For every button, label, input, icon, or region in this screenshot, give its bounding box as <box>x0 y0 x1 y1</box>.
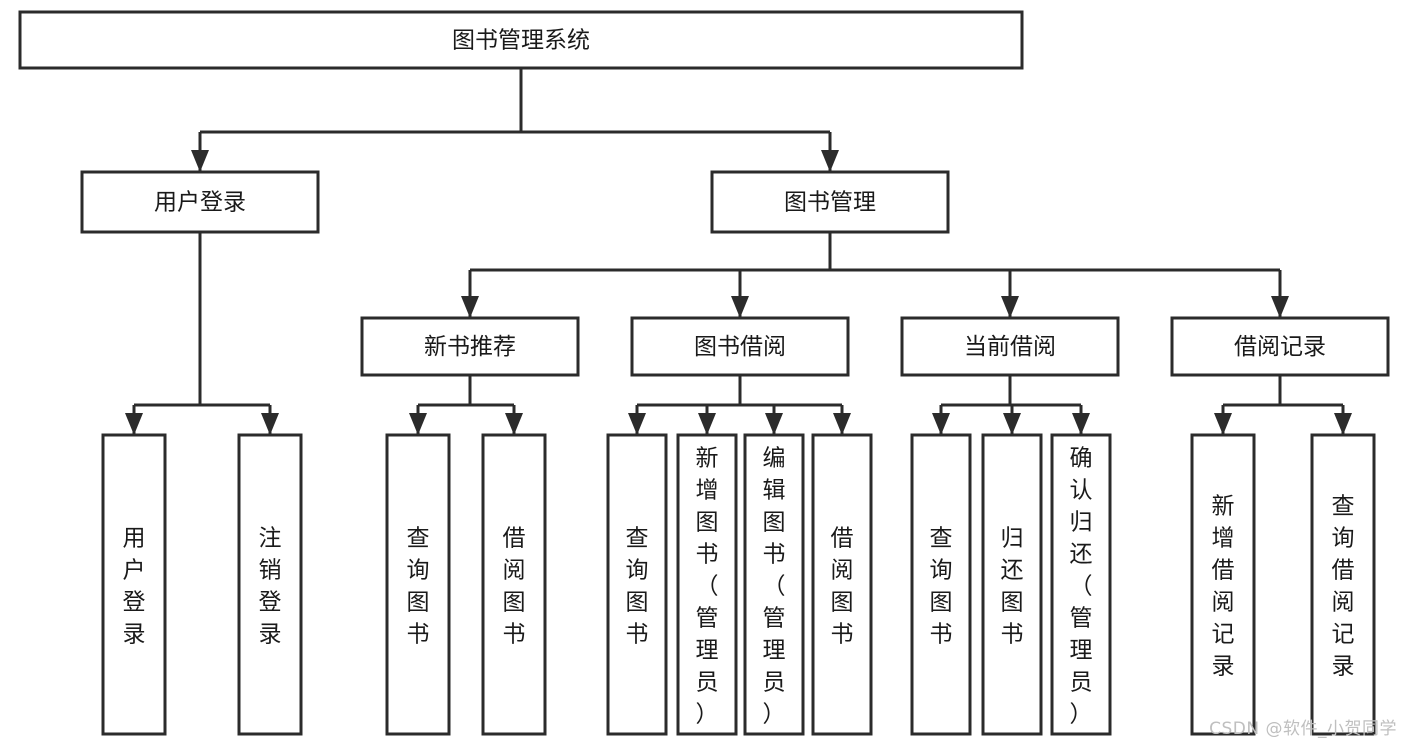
node-box-new-book-rec[interactable] <box>360 316 580 377</box>
node-label-leaf-add-book: 新增图书（管理员） <box>696 445 719 727</box>
node-label-leaf-query-record: 查询借阅记录 <box>1332 493 1355 679</box>
node-label-current-borrow: 当前借阅 <box>964 334 1056 360</box>
node-label-leaf-query-book-3: 查询图书 <box>930 525 953 647</box>
node-leaf-borrow-book-1[interactable]: 借阅图书 <box>481 433 547 736</box>
node-box-book-borrow[interactable] <box>630 316 850 377</box>
node-box-current-borrow[interactable] <box>900 316 1120 377</box>
node-label-borrow-record: 借阅记录 <box>1234 334 1326 360</box>
arrow-head-borrow_record-1 <box>1334 413 1352 435</box>
arrow-head-current_borrow-2 <box>1072 413 1090 435</box>
node-label-leaf-borrow-book-1: 借阅图书 <box>503 525 526 647</box>
arrow-head-borrow_record-0 <box>1214 413 1232 435</box>
arrow-head-book_manage-2 <box>1001 296 1019 318</box>
arrow-head-current_borrow-0 <box>932 413 950 435</box>
arrow-head-current_borrow-1 <box>1003 413 1021 435</box>
node-box-root[interactable] <box>18 10 1024 70</box>
csdn-watermark: CSDN @软件_小贺同学 <box>1209 719 1397 739</box>
node-borrow-record[interactable]: 借阅记录 <box>1170 316 1390 377</box>
node-label-leaf-return-book: 归还图书 <box>1001 525 1024 647</box>
node-leaf-user-login[interactable]: 用户登录 <box>101 433 167 736</box>
arrow-head-book_borrow-1 <box>698 413 716 435</box>
node-box-leaf-query-book-3[interactable] <box>910 433 972 736</box>
node-leaf-query-record[interactable]: 查询借阅记录 <box>1310 433 1376 736</box>
node-label-leaf-confirm-return: 确认归还（管理员） <box>1070 445 1093 727</box>
node-box-leaf-add-book[interactable] <box>676 433 738 736</box>
arrow-head-user_login-0 <box>125 413 143 435</box>
node-new-book-rec[interactable]: 新书推荐 <box>360 316 580 377</box>
node-box-leaf-user-logout[interactable] <box>237 433 303 736</box>
node-label-new-book-rec: 新书推荐 <box>424 334 516 360</box>
nodes-layer: 图书管理系统用户登录图书管理新书推荐图书借阅当前借阅借阅记录用户登录注销登录查询… <box>18 10 1390 736</box>
arrow-head-user_login-1 <box>261 413 279 435</box>
node-label-leaf-query-book-2: 查询图书 <box>626 525 649 647</box>
arrow-head-book_borrow-2 <box>765 413 783 435</box>
node-root[interactable]: 图书管理系统 <box>18 10 1024 70</box>
node-leaf-query-book-2[interactable]: 查询图书 <box>606 433 668 736</box>
node-label-leaf-borrow-book-2: 借阅图书 <box>831 525 854 647</box>
node-label-book-manage: 图书管理 <box>784 190 876 216</box>
node-box-book-manage[interactable] <box>710 170 950 234</box>
node-leaf-confirm-return[interactable]: 确认归还（管理员） <box>1050 433 1112 736</box>
node-label-book-borrow: 图书借阅 <box>694 334 786 360</box>
arrow-head-root-1 <box>821 150 839 172</box>
node-box-leaf-confirm-return[interactable] <box>1050 433 1112 736</box>
node-user-login[interactable]: 用户登录 <box>80 170 320 234</box>
node-label-root: 图书管理系统 <box>452 28 590 54</box>
node-label-user-login: 用户登录 <box>154 190 246 216</box>
node-leaf-query-book-3[interactable]: 查询图书 <box>910 433 972 736</box>
node-box-leaf-borrow-book-2[interactable] <box>811 433 873 736</box>
node-book-manage[interactable]: 图书管理 <box>710 170 950 234</box>
node-box-leaf-add-record[interactable] <box>1190 433 1256 736</box>
arrow-head-new_book_rec-1 <box>505 413 523 435</box>
node-box-leaf-borrow-book-1[interactable] <box>481 433 547 736</box>
node-box-leaf-query-book-1[interactable] <box>385 433 451 736</box>
node-box-user-login[interactable] <box>80 170 320 234</box>
node-label-leaf-user-login: 用户登录 <box>123 525 146 647</box>
arrow-head-new_book_rec-0 <box>409 413 427 435</box>
node-box-leaf-query-record[interactable] <box>1310 433 1376 736</box>
node-label-leaf-edit-book: 编辑图书（管理员） <box>763 445 786 727</box>
node-current-borrow[interactable]: 当前借阅 <box>900 316 1120 377</box>
node-leaf-add-book[interactable]: 新增图书（管理员） <box>676 433 738 736</box>
node-label-leaf-add-record: 新增借阅记录 <box>1212 493 1235 679</box>
node-leaf-edit-book[interactable]: 编辑图书（管理员） <box>743 433 805 736</box>
node-box-borrow-record[interactable] <box>1170 316 1390 377</box>
arrow-head-book_borrow-0 <box>628 413 646 435</box>
arrow-head-root-0 <box>191 150 209 172</box>
arrow-head-book_manage-3 <box>1271 296 1289 318</box>
edges-layer <box>125 68 1352 435</box>
node-leaf-user-logout[interactable]: 注销登录 <box>237 433 303 736</box>
node-label-leaf-query-book-1: 查询图书 <box>407 525 430 647</box>
node-box-leaf-edit-book[interactable] <box>743 433 805 736</box>
arrow-head-book_manage-1 <box>731 296 749 318</box>
node-box-leaf-user-login[interactable] <box>101 433 167 736</box>
node-leaf-borrow-book-2[interactable]: 借阅图书 <box>811 433 873 736</box>
node-box-leaf-query-book-2[interactable] <box>606 433 668 736</box>
node-leaf-return-book[interactable]: 归还图书 <box>981 433 1043 736</box>
arrow-head-book_manage-0 <box>461 296 479 318</box>
node-label-leaf-user-logout: 注销登录 <box>259 525 282 647</box>
node-leaf-query-book-1[interactable]: 查询图书 <box>385 433 451 736</box>
node-book-borrow[interactable]: 图书借阅 <box>630 316 850 377</box>
node-box-leaf-return-book[interactable] <box>981 433 1043 736</box>
node-leaf-add-record[interactable]: 新增借阅记录 <box>1190 433 1256 736</box>
arrow-head-book_borrow-3 <box>833 413 851 435</box>
